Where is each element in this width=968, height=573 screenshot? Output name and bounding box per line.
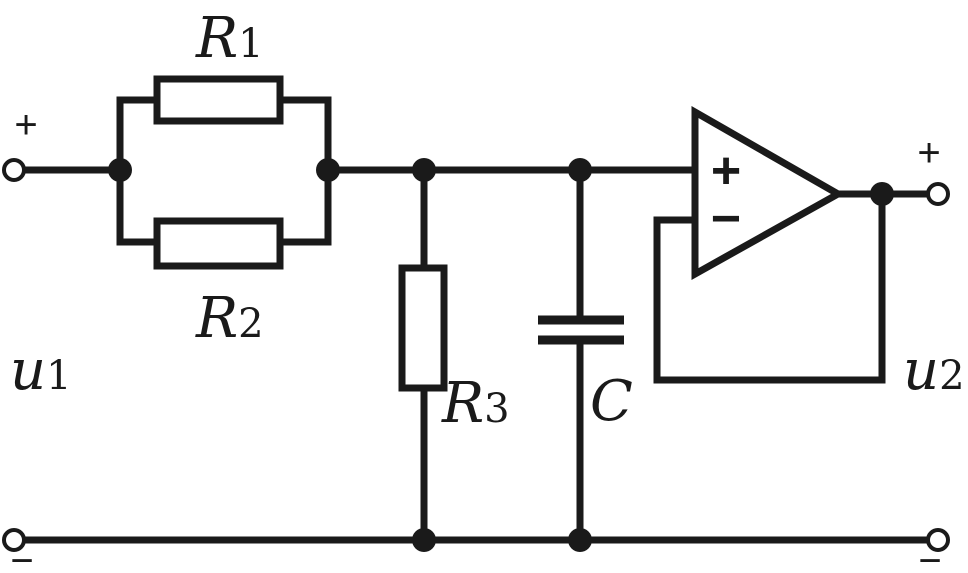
- label-u1-sub: 1: [46, 353, 71, 399]
- feedback-wire: [653, 194, 886, 384]
- input-plus-sign: +: [14, 103, 37, 147]
- parallel-branch-bottom-right: [282, 170, 332, 246]
- opamp-triangle: [691, 105, 846, 280]
- label-r2: R2: [195, 286, 264, 351]
- label-r3-main: R: [441, 371, 484, 436]
- parallel-branch-top: [116, 96, 155, 170]
- label-r1: R1: [195, 6, 264, 71]
- junction-node: [568, 158, 592, 182]
- label-u2-main: u: [903, 338, 939, 403]
- input-terminal-bottom: [2, 528, 26, 552]
- input-minus-sign: −: [10, 539, 33, 573]
- junction-node: [108, 158, 132, 182]
- label-u2-sub: 2: [939, 353, 964, 399]
- parallel-branch-top-right: [282, 96, 332, 170]
- output-plus-sign: +: [917, 131, 940, 175]
- wires: [20, 96, 932, 544]
- junction-node: [412, 528, 436, 552]
- label-r1-main: R: [195, 6, 238, 71]
- label-r3-sub: 3: [484, 386, 509, 432]
- label-u2: u2: [903, 338, 965, 403]
- output-terminal-bottom: [926, 528, 950, 552]
- resistor-r2: [153, 217, 284, 270]
- parallel-branch-bottom: [116, 170, 155, 246]
- resistor-r3: [398, 264, 448, 392]
- junction-node: [870, 182, 894, 206]
- input-terminal-top: [2, 158, 26, 182]
- output-minus-sign: −: [918, 539, 941, 573]
- label-r2-sub: 2: [238, 301, 263, 347]
- label-c: C: [590, 369, 633, 434]
- label-r2-main: R: [195, 286, 238, 351]
- label-r3: R3: [441, 371, 510, 436]
- junction-node: [568, 528, 592, 552]
- junction-nodes: [108, 158, 894, 552]
- label-r1-sub: 1: [238, 21, 263, 67]
- resistor-r1: [153, 75, 284, 125]
- opamp-noninverting-sign: +: [711, 142, 741, 200]
- junction-node: [316, 158, 340, 182]
- junction-node: [412, 158, 436, 182]
- label-u1: u1: [10, 338, 72, 403]
- output-terminal-top: [926, 182, 950, 206]
- opamp-inverting-sign: −: [711, 190, 741, 248]
- label-u1-main: u: [10, 338, 46, 403]
